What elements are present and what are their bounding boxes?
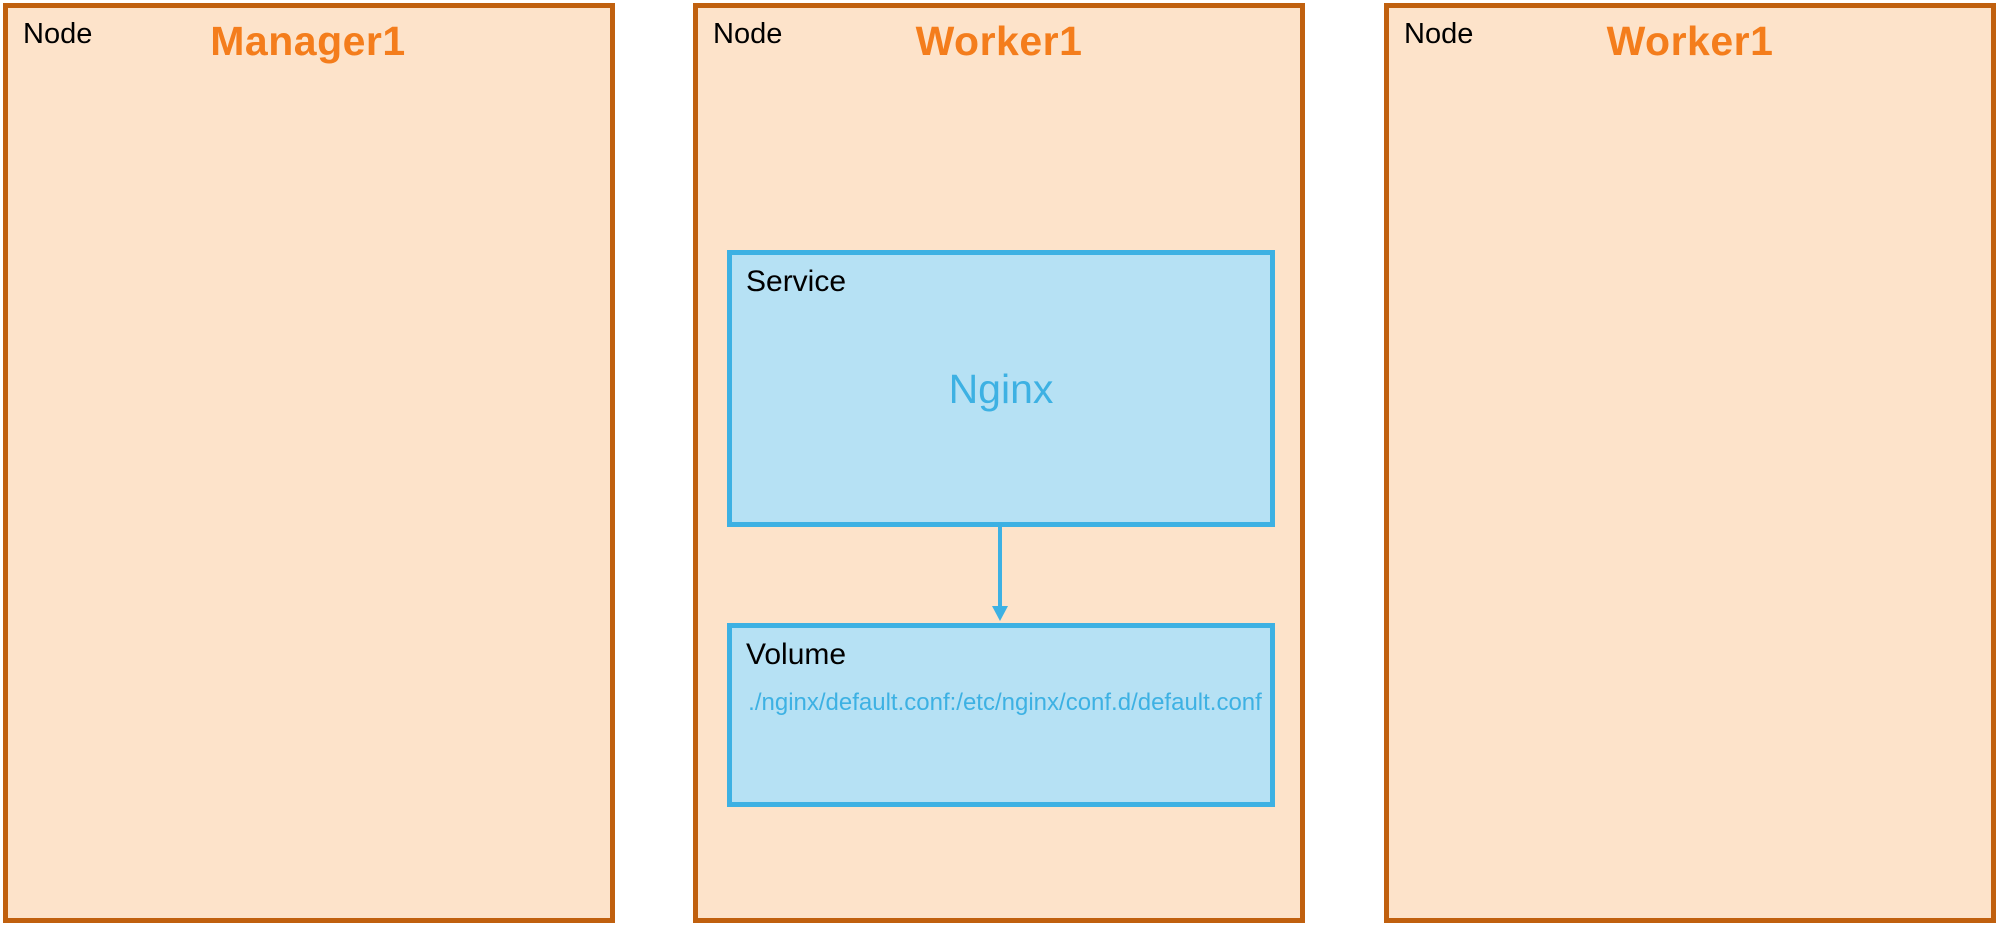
node-name: Worker1 — [1606, 18, 1774, 64]
node-kind-label: Node — [1404, 18, 1474, 50]
node-name: Worker1 — [915, 18, 1083, 64]
node-name: Manager1 — [210, 18, 406, 64]
node-kind-label: Node — [713, 18, 783, 50]
node-manager1: Node Manager1 — [3, 3, 615, 923]
volume-box: Volume ./nginx/default.conf:/etc/nginx/c… — [727, 623, 1275, 807]
node-worker1: Node Worker1 — [1384, 3, 1996, 923]
node-worker1-with-service: Node Worker1 Service Nginx Volume ./ngin… — [693, 3, 1305, 923]
volume-kind-label: Volume — [746, 638, 847, 671]
service-kind-label: Service — [746, 265, 847, 298]
service-name: Nginx — [948, 366, 1054, 412]
volume-mapping: ./nginx/default.conf:/etc/nginx/conf.d/d… — [748, 689, 1262, 716]
node-kind-label: Node — [23, 18, 93, 50]
service-box: Service Nginx — [727, 250, 1275, 527]
